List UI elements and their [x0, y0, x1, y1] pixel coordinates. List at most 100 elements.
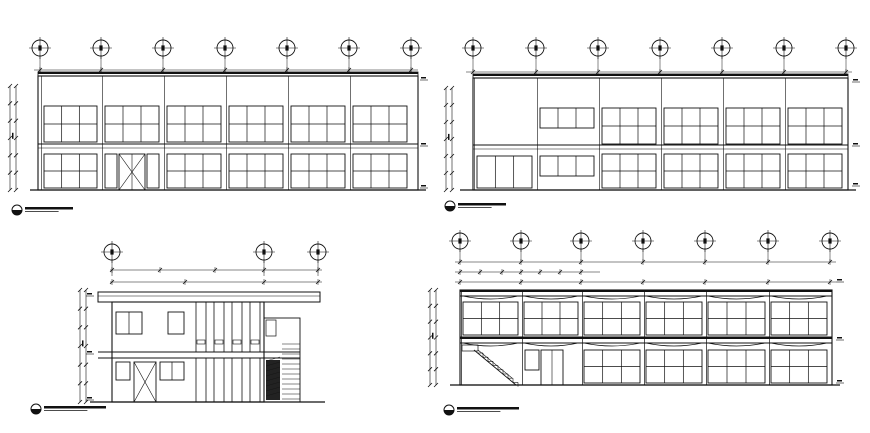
lower-window	[159, 361, 185, 381]
upper-window	[462, 301, 519, 336]
grid-bubble	[711, 37, 733, 59]
window-frame	[539, 155, 595, 177]
floor-beam	[583, 342, 641, 347]
grid-bubble	[819, 230, 841, 252]
vertical-dim-tick	[449, 102, 455, 108]
elevation-front	[7, 37, 428, 216]
stair-landing	[461, 344, 479, 352]
column-pier	[231, 357, 243, 403]
vertical-dim-tick	[443, 153, 449, 159]
level-text-glyph	[421, 143, 426, 145]
sidelight-window	[104, 153, 118, 189]
vertical-dim-tick	[83, 306, 89, 311]
lower-window	[228, 153, 284, 189]
upper-window	[228, 105, 284, 143]
sidelight-window	[146, 153, 160, 189]
vertical-dim-tick	[83, 343, 89, 349]
lower-window	[290, 153, 346, 189]
stair-enclosure	[263, 317, 301, 403]
window-frame	[539, 107, 595, 129]
view-title-underline	[457, 407, 519, 410]
grid-bubble-label-glyph	[99, 45, 103, 51]
grid-dimension-line	[455, 269, 600, 275]
column-pier	[195, 357, 207, 403]
vertical-dim-tick	[449, 187, 455, 193]
door-frame	[133, 361, 157, 403]
vertical-dim-tick	[83, 287, 89, 293]
parapet-cap	[38, 72, 418, 74]
grid-bubble	[587, 37, 609, 59]
vertical-dim-tick	[7, 118, 13, 123]
view-title-half-fill	[31, 409, 41, 414]
stair-hatch-line	[265, 371, 281, 377]
view-title-half-fill	[444, 410, 454, 415]
stair-window	[265, 319, 277, 337]
upper-window	[583, 301, 641, 336]
level-text-glyph	[853, 183, 858, 185]
window-frame	[115, 361, 131, 381]
floor-slab-cap	[460, 337, 832, 339]
upper-window	[167, 311, 185, 335]
floor-beam	[707, 342, 766, 347]
column-pier	[213, 357, 225, 403]
vertical-dim-tick	[13, 118, 19, 123]
vertical-dim-tick	[427, 303, 433, 309]
vertical-dim-tick	[7, 170, 13, 175]
view-title-marker-icon	[444, 200, 456, 212]
level-text-glyph	[87, 351, 92, 353]
grid-bubble-label-glyph	[409, 45, 413, 51]
grid-bubble-label-glyph	[38, 45, 42, 51]
view-title-half-fill	[445, 206, 455, 211]
vertical-dim-tick	[77, 287, 83, 293]
front-vertical-dimensions	[7, 83, 19, 193]
vertical-dim-tick	[427, 287, 433, 293]
rear-level-markers	[852, 79, 860, 187]
column-pier	[195, 301, 207, 353]
window-frame	[146, 153, 160, 189]
side-view-title	[30, 403, 106, 415]
stair-hatch-line	[265, 361, 281, 367]
lower-window	[476, 155, 533, 189]
stair-hatch-line	[265, 376, 281, 382]
stair-stringer	[473, 349, 517, 386]
vertical-dim-tick	[449, 136, 455, 142]
vertical-dim-tick	[77, 325, 83, 330]
side-stair	[263, 317, 301, 403]
vertical-dim-tick	[427, 366, 433, 372]
stair-handrail	[477, 349, 513, 379]
section-view-title	[443, 404, 519, 416]
grid-bubble-label-glyph	[658, 45, 662, 51]
grid-bubble-label-glyph	[223, 45, 227, 51]
grid-bubble-label-glyph	[347, 45, 351, 51]
vertical-dim-tick	[427, 351, 433, 356]
floor-beam	[462, 342, 519, 347]
upper-window	[707, 301, 766, 336]
vertical-dim-text-glyph	[82, 340, 84, 347]
view-title-marker-icon	[30, 403, 42, 415]
pier-cap	[196, 339, 206, 345]
grid-bubble-label-glyph	[161, 45, 165, 51]
grid-bubble-label-glyph	[844, 45, 848, 51]
grid-dimension-line	[34, 67, 418, 73]
vertical-dim-text-glyph	[12, 132, 14, 139]
upper-window	[645, 301, 703, 336]
roof-beam	[523, 295, 579, 300]
vertical-dim-tick	[443, 85, 449, 91]
vertical-dim-tick	[427, 382, 433, 388]
vertical-dim-tick	[77, 306, 83, 311]
section-vertical-dimensions	[427, 287, 439, 388]
section-outline	[459, 289, 833, 386]
grid-bubble-label-glyph	[285, 45, 289, 51]
vertical-dim-tick	[433, 287, 439, 293]
roof-beam	[583, 295, 641, 300]
level-text-glyph	[421, 77, 426, 79]
vertical-dim-tick	[7, 83, 13, 89]
vertical-dim-tick	[83, 325, 89, 330]
grid-bubble-label-glyph	[458, 238, 462, 244]
lower-window	[725, 153, 781, 189]
entrance-door	[104, 153, 160, 191]
section-door	[524, 349, 564, 386]
window-frame	[167, 311, 185, 335]
grid-bubble	[694, 230, 716, 252]
